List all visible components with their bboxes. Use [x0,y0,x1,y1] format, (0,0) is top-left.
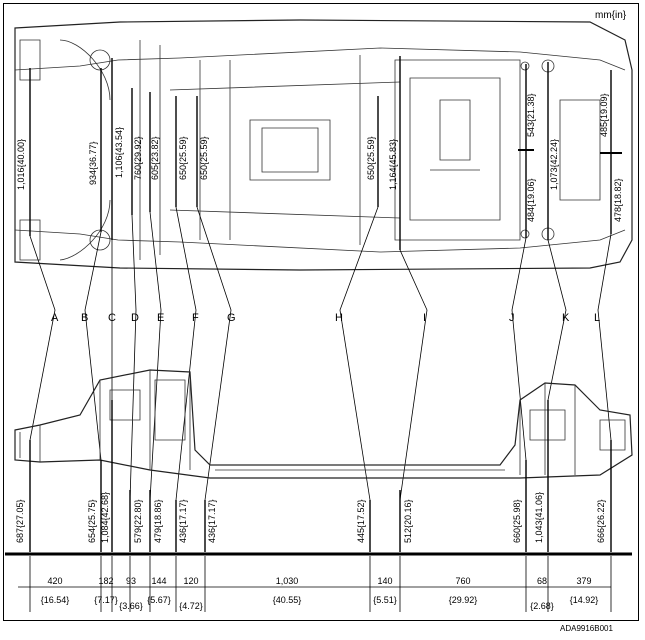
bottom-spacing-labels-in: {16.54} {7.17} {3.66} {5.67} {4.72} {40.… [41,595,599,611]
underbody-side-view [14,369,633,479]
height-h: 445{17.52} [356,499,366,543]
point-label-g: G [227,312,236,324]
spacing-mm-7: 760 [455,576,470,586]
dim-top-9: 543{21.38} [526,93,536,137]
point-label-k: K [562,312,570,324]
spacing-mm-2: 93 [126,576,136,586]
leader-lines [29,206,612,501]
underbody-top-view [14,19,633,271]
spacing-mm-3: 144 [151,576,166,586]
height-d: 579{22.80} [133,499,143,543]
dim-top-13: 478{18.82} [613,178,623,222]
spacing-in-3: {5.67} [147,595,171,605]
spacing-in-9: {14.92} [570,595,599,605]
spacing-mm-8: 68 [537,576,547,586]
point-label-d: D [131,312,139,324]
point-label-b: B [81,312,88,324]
dim-top-6: 650{25.59} [199,136,209,180]
dim-top-5: 650{25.59} [178,136,188,180]
side-view-height-lines [29,400,612,552]
dim-top-10: 1,073{42.24} [549,139,559,190]
top-view-dimension-labels: 1,016{40.00} 934{36.77} 1,106{43.54} 760… [16,93,623,222]
height-i: 512{20.16} [403,499,413,543]
point-label-a: A [51,312,59,324]
height-j: 660{25.98} [512,499,522,543]
point-label-i: I [423,312,426,324]
dim-top-4: 605{23.82} [150,136,160,180]
reference-point-labels: A B C D E F G H I J K L [51,312,600,324]
figure-code: ADA9916B001 [560,624,613,633]
spacing-in-4: {4.72} [179,601,203,611]
height-c: 1,084{42.68} [100,492,110,543]
dim-top-2: 1,106{43.54} [114,127,124,178]
spacing-in-5: {40.55} [273,595,302,605]
spacing-in-1: {7.17} [94,595,118,605]
height-f: 436{17.17} [178,499,188,543]
dim-top-3: 760{29.92} [133,136,143,180]
unit-label: mm{in} [595,10,627,21]
dim-top-7: 650{25.59} [366,136,376,180]
point-label-h: H [335,312,343,324]
bottom-dimension-ticks [18,556,612,612]
spacing-in-7: {29.92} [449,595,478,605]
spacing-in-6: {5.51} [373,595,397,605]
spacing-mm-1: 182 [98,576,113,586]
height-e: 479{18.86} [153,499,163,543]
height-a: 687{27.05} [15,499,25,543]
spacing-mm-6: 140 [377,576,392,586]
spacing-in-0: {16.54} [41,595,70,605]
height-l: 666{26.22} [596,499,606,543]
height-b: 654{25.75} [87,499,97,543]
height-g: 436{17.17} [207,499,217,543]
spacing-mm-4: 120 [183,576,198,586]
dim-top-8: 1,164{45.83} [388,139,398,190]
dim-top-12: 484{19.06} [526,178,536,222]
bottom-spacing-labels-mm: 420 182 93 144 120 1,030 140 760 68 379 [47,576,591,586]
point-label-l: L [594,312,600,324]
spacing-mm-9: 379 [576,576,591,586]
dim-top-1: 934{36.77} [88,141,98,185]
spacing-in-2: {3.66} [119,601,143,611]
spacing-mm-5: 1,030 [276,576,299,586]
diagram-frame [3,3,639,621]
spacing-mm-0: 420 [47,576,62,586]
spacing-in-8: {2.68} [530,601,554,611]
height-k: 1,043{41.06} [534,492,544,543]
dim-top-11: 485{19.09} [599,93,609,137]
point-label-j: J [509,312,515,324]
dim-top-0: 1,016{40.00} [16,139,26,190]
side-view-height-labels: 687{27.05} 654{25.75} 1,084{42.68} 579{2… [15,492,606,543]
top-view-dimension-lines [29,56,622,250]
